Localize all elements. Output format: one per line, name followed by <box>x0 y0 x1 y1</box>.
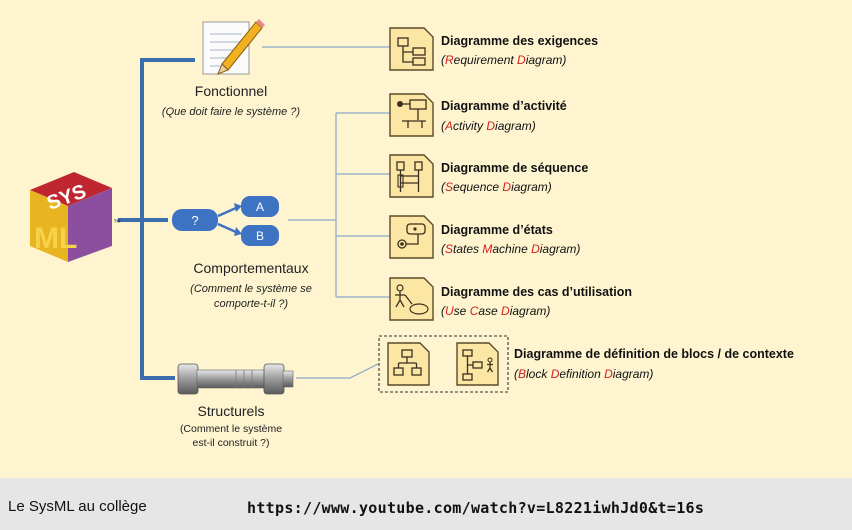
category-functional-subtitle: (Que doit faire le système ?) <box>162 106 301 118</box>
activity-diagram-icon <box>389 93 434 137</box>
diagram-english-name: (States Machine Diagram) <box>441 242 580 256</box>
requirement-diagram-icon <box>389 27 434 71</box>
category-functional-title: Fonctionnel <box>195 83 267 99</box>
diagram-english-name: (Requirement Diagram) <box>441 53 566 67</box>
category-structural-subtitle-2: est-il construit ?) <box>192 437 269 449</box>
sequence-diagram-icon <box>389 154 434 198</box>
diagram-label-block-definition: Diagramme de définition de blocs / de co… <box>514 347 794 381</box>
diagram-title: Diagramme de séquence <box>441 161 588 175</box>
bolt-icon <box>177 363 294 395</box>
diagram-english-name: (Use Case Diagram) <box>441 304 550 318</box>
diagram-label-use-case: Diagramme des cas d’utilisation (Use Cas… <box>441 285 632 318</box>
logo-text-bottom: ML <box>34 222 77 255</box>
diagram-title: Diagramme des cas d’utilisation <box>441 285 632 299</box>
question-bubble: ? <box>191 213 198 228</box>
category-structural-title: Structurels <box>198 403 265 419</box>
footer-label: Le SysML au collège <box>8 498 147 515</box>
block-definition-group <box>378 335 509 393</box>
category-behavior-title: Comportementaux <box>193 260 308 276</box>
diagram-label-activity: Diagramme d’activité (Activity Diagram) <box>441 99 567 133</box>
use-case-icon <box>389 277 434 321</box>
diagram-title: Diagramme de définition de blocs / de co… <box>514 347 794 361</box>
logo-tm: ™ <box>113 218 121 227</box>
branch-a: A <box>256 200 264 214</box>
category-behavior-subtitle-1: (Comment le système se <box>190 283 312 295</box>
diagram-label-states: Diagramme d’états (States Machine Diagra… <box>441 223 580 256</box>
diagram-label-requirement: Diagramme des exigences (Requirement Dia… <box>441 34 598 67</box>
category-behavior-subtitle-2: comporte-t-il ?) <box>214 298 288 310</box>
block-definition-icon <box>387 342 430 386</box>
diagram-english-name: (Block Definition Diagram) <box>514 367 653 381</box>
context-diagram-icon <box>456 342 499 386</box>
diagram-label-sequence: Diagramme de séquence (Sequence Diagram) <box>441 161 588 194</box>
footer-video-link[interactable]: https://www.youtube.com/watch?v=L8221iwh… <box>247 499 705 517</box>
behavior-flow-icon: ? A B <box>172 196 279 246</box>
branch-b: B <box>256 229 264 243</box>
footer-bar: Le SysML au collège https://www.youtube.… <box>0 478 852 530</box>
diagram-title: Diagramme d’états <box>441 223 553 237</box>
pencil-paper-icon <box>202 19 265 75</box>
sysml-logo: SYS ML ™ <box>30 172 121 262</box>
state-machine-icon <box>389 215 434 259</box>
tree-connectors <box>118 46 390 380</box>
category-structural-subtitle-1: (Comment le système <box>180 423 282 435</box>
diagram-english-name: (Sequence Diagram) <box>441 180 552 194</box>
diagram-title: Diagramme des exigences <box>441 34 598 48</box>
diagram-title: Diagramme d’activité <box>441 99 567 113</box>
diagram-canvas: SYS ML ™ Fonctionnel (Que doit faire le … <box>30 19 794 449</box>
diagram-english-name: (Activity Diagram) <box>441 119 536 133</box>
sysml-diagram-overview: SYS ML ™ Fonctionnel (Que doit faire le … <box>0 0 852 478</box>
